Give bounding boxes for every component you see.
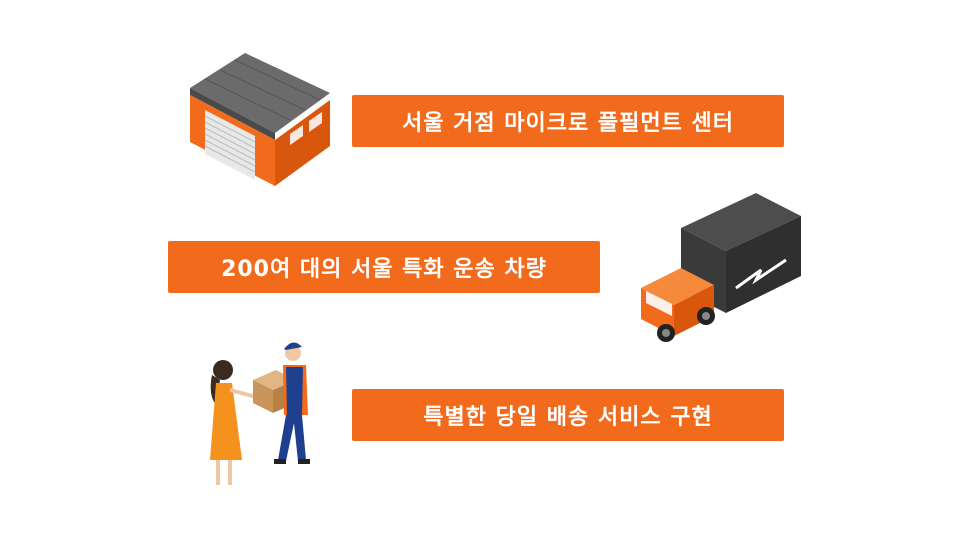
feature-banner-fulfillment: 서울 거점 마이크로 풀필먼트 센터 <box>352 95 784 147</box>
feature-label: 특별한 당일 배송 서비스 구현 <box>423 405 713 430</box>
feature-label: 서울 거점 마이크로 풀필먼트 센터 <box>402 111 734 136</box>
feature-banner-fleet: 200여 대의 서울 특화 운송 차량 <box>168 241 600 293</box>
truck-icon <box>636 188 806 348</box>
feature-label: 200여 대의 서울 특화 운송 차량 <box>221 257 547 282</box>
feature-banner-same-day: 특별한 당일 배송 서비스 구현 <box>352 389 784 441</box>
warehouse-icon <box>185 48 335 190</box>
delivery-person-icon <box>198 335 328 495</box>
